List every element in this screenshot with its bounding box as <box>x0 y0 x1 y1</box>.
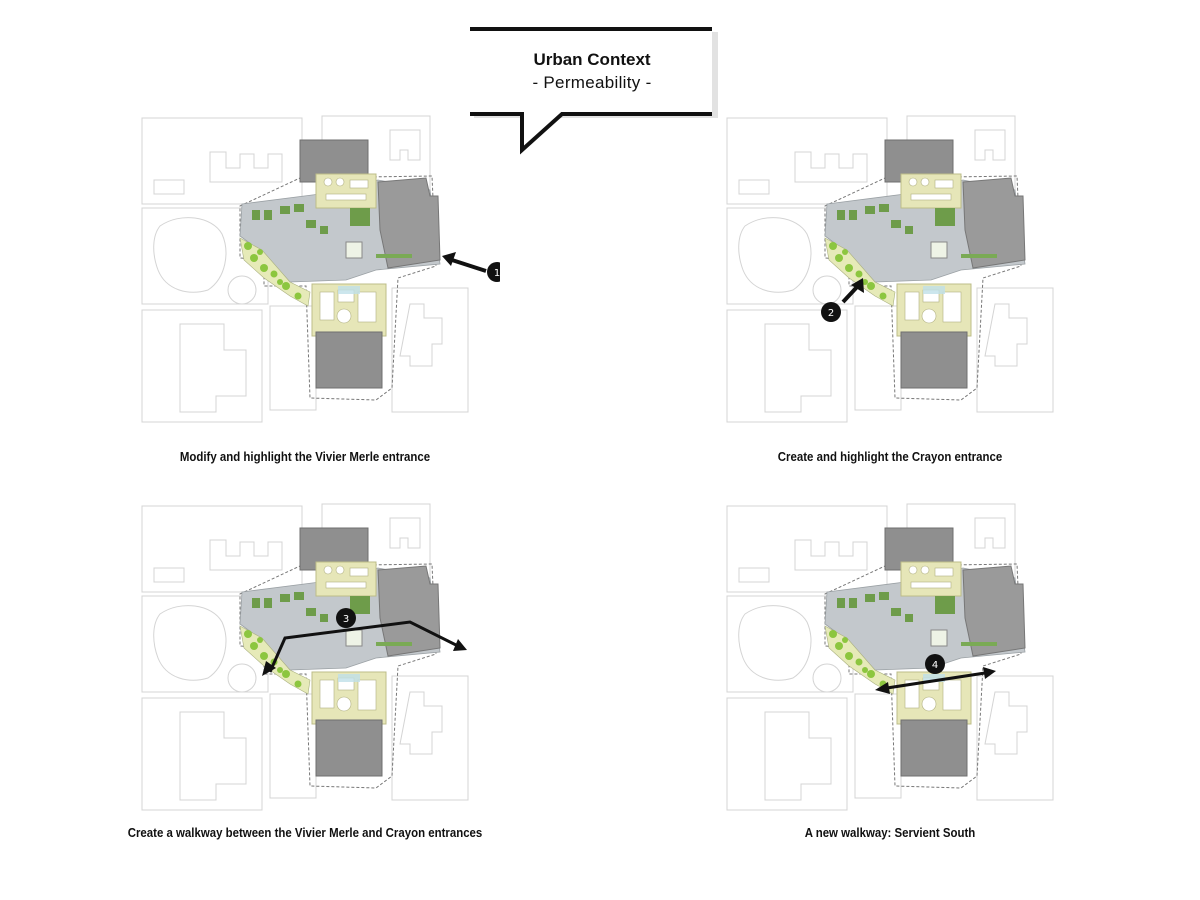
caption-1: Modify and highlight the Vivier Merle en… <box>179 449 431 464</box>
caption-3: Create a walkway between the Vivier Merl… <box>127 825 483 840</box>
caption-2: Create and highlight the Crayon entrance <box>777 449 1003 464</box>
site-plan-panel-3: 3 <box>140 498 500 818</box>
site-plan-panel-2: 2 <box>725 110 1085 430</box>
arrow-3-walkway <box>262 620 467 676</box>
site-plan-4: 4 <box>726 503 1054 811</box>
arrow-4-walkway <box>875 667 996 694</box>
site-plan-panel-4: 4 <box>725 498 1085 818</box>
svg-text:4: 4 <box>932 660 938 671</box>
svg-text:2: 2 <box>828 308 834 319</box>
site-plan-panel-1: 1 <box>140 110 500 430</box>
svg-text:1: 1 <box>494 268 500 279</box>
caption-4: A new walkway: Servient South <box>804 825 976 840</box>
site-plan-1: 1 <box>141 115 500 423</box>
site-plan-3: 3 <box>141 503 469 811</box>
badge-2: 2 <box>821 302 841 322</box>
arrow-2 <box>841 278 864 304</box>
badge-1: 1 <box>487 262 500 282</box>
badge-4: 4 <box>925 654 945 674</box>
page-subtitle: - Permeability - <box>532 73 652 92</box>
arrow-1 <box>442 252 487 273</box>
badge-3: 3 <box>336 608 356 628</box>
svg-text:3: 3 <box>343 614 349 625</box>
site-plan-2: 2 <box>726 115 1054 423</box>
page-title: Urban Context <box>533 50 651 69</box>
